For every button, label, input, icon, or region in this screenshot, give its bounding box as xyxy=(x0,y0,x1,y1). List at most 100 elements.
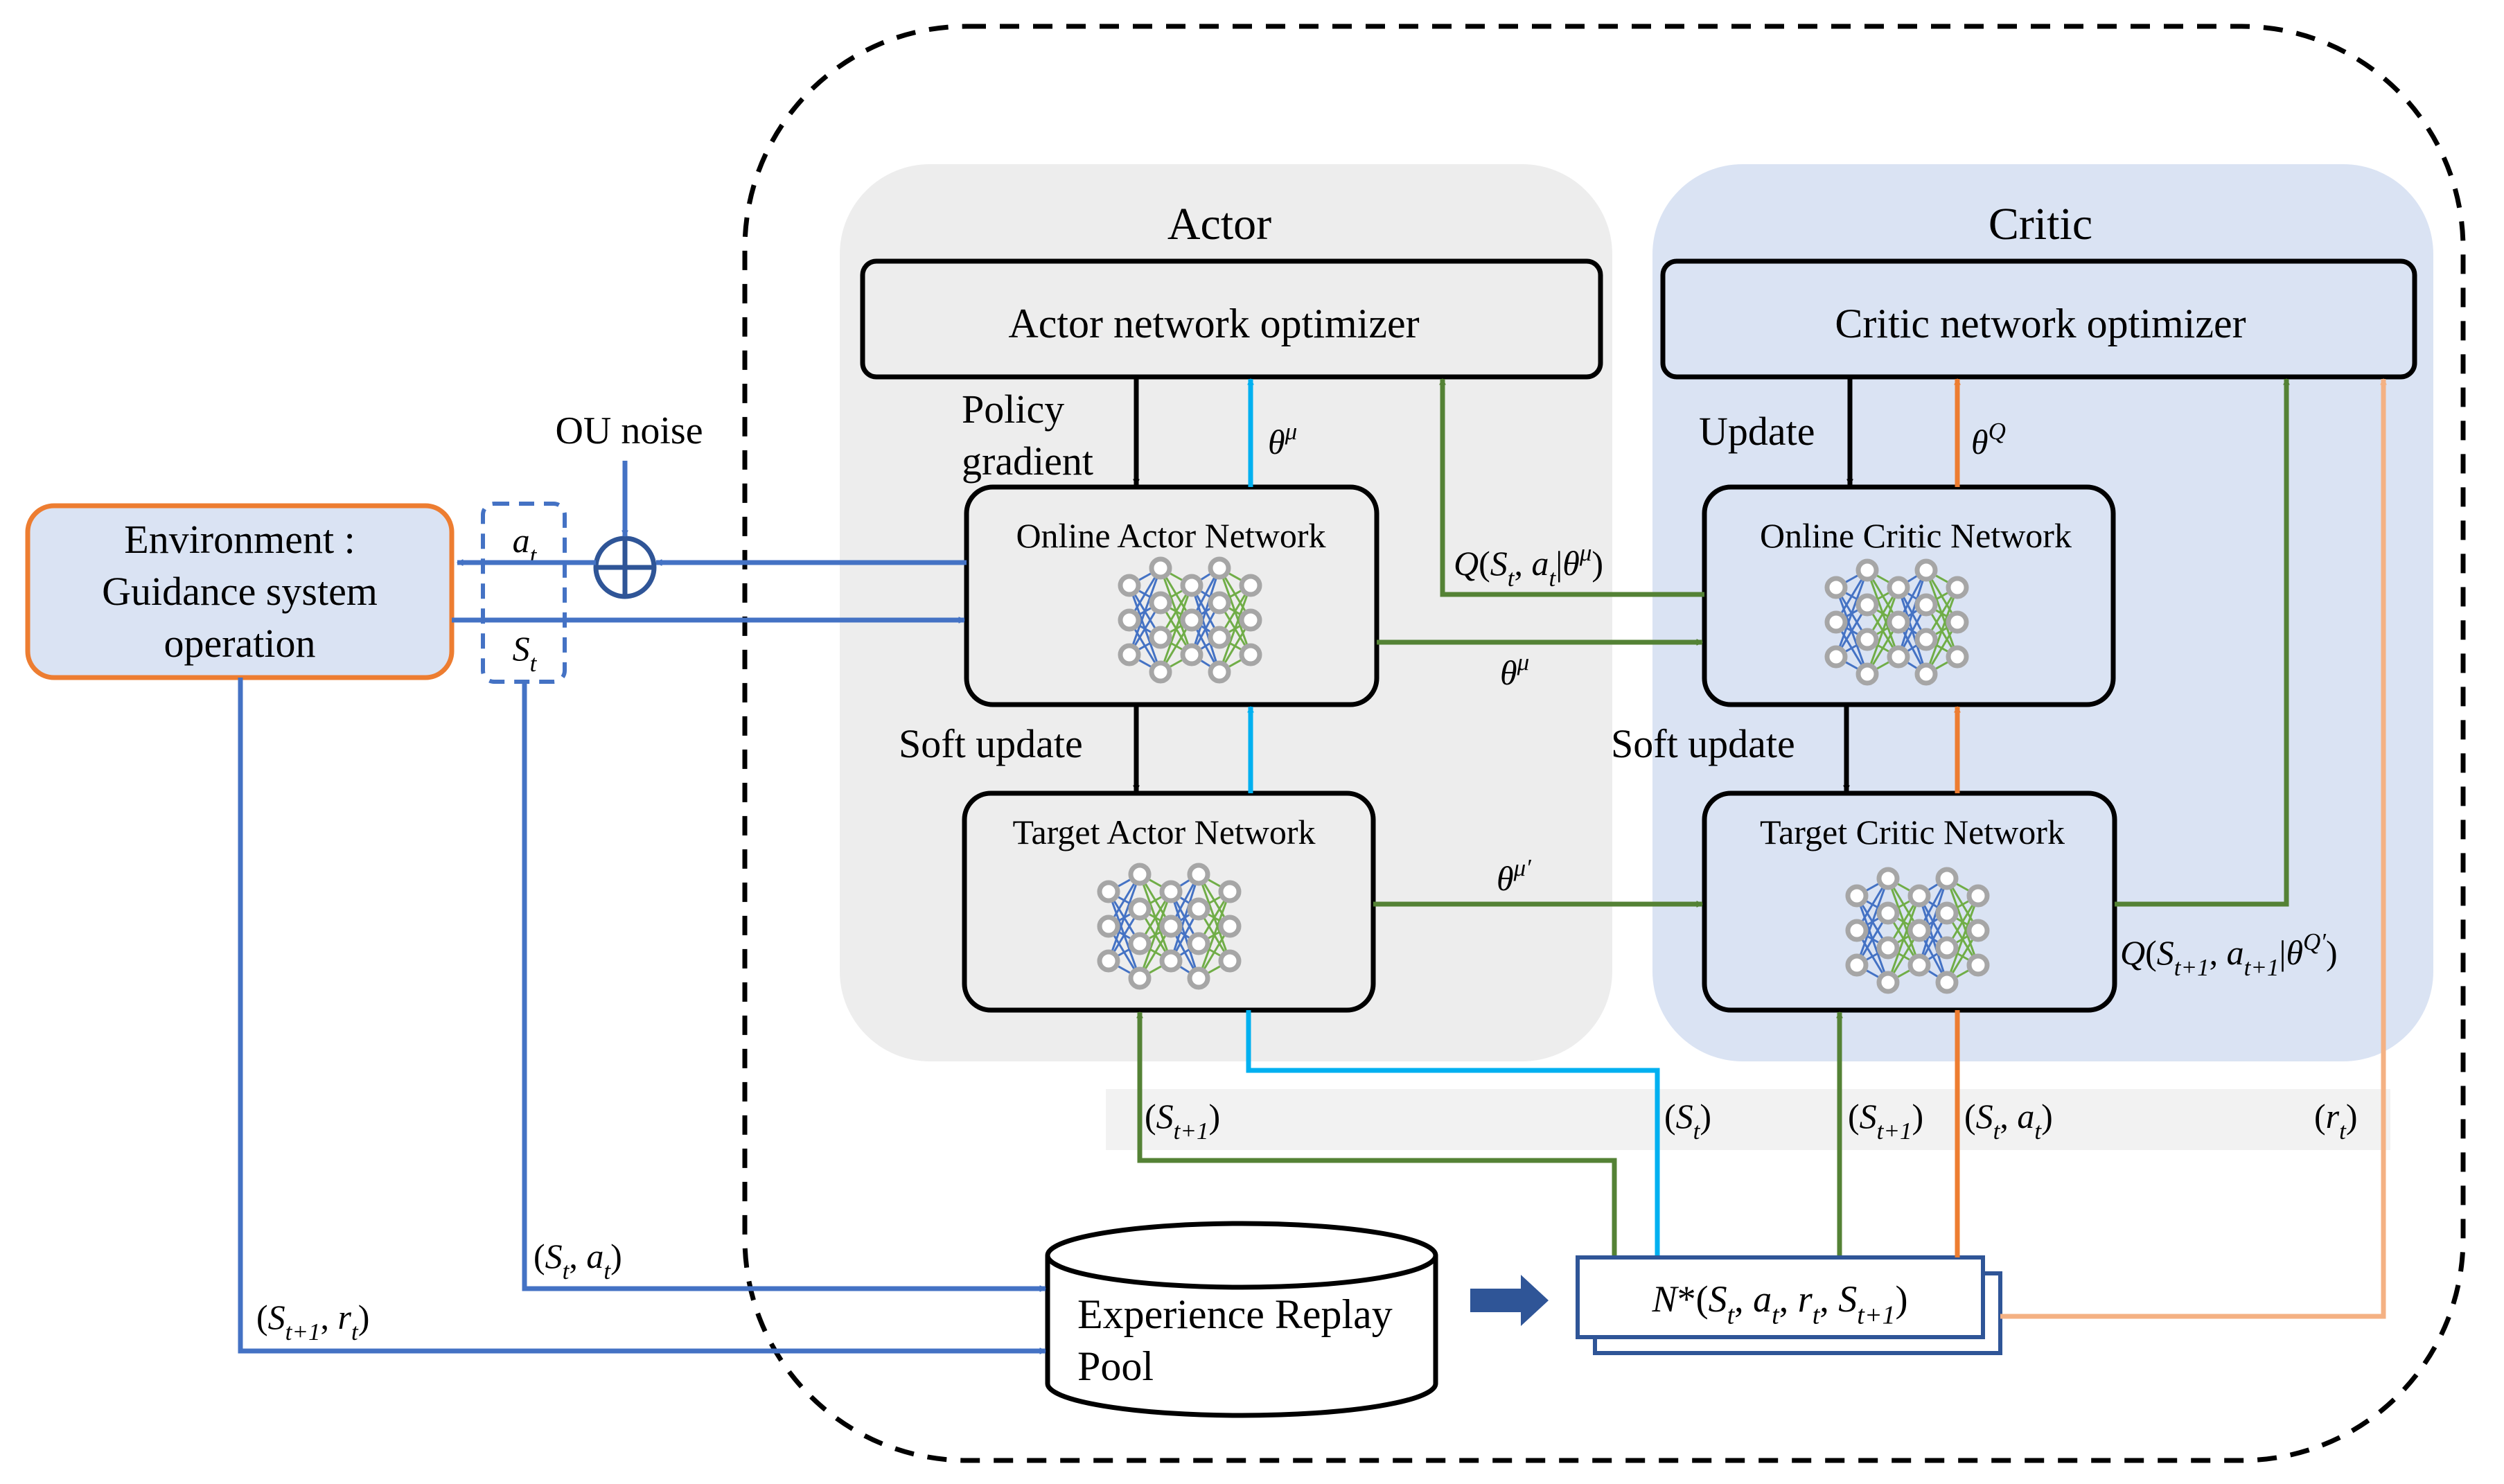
nn-node xyxy=(1187,932,1210,955)
nn-node xyxy=(1887,645,1910,669)
nn-node xyxy=(1118,608,1141,632)
nn-connection xyxy=(1159,585,1193,673)
theta-mu-prime-label: θμ′ xyxy=(1497,854,1532,898)
nn-node xyxy=(1118,574,1141,597)
nn-node xyxy=(1935,867,1959,890)
flow-st-at-online-critic-label: (St, at) xyxy=(1964,1097,2053,1145)
nn-node xyxy=(1149,556,1172,580)
nn-node xyxy=(1876,901,1900,925)
q-online-label: Q(St, at|θμ) xyxy=(1454,539,1603,592)
nn-connection xyxy=(1197,891,1231,979)
flow-st1-rt-pool-label: (St+1, rt) xyxy=(256,1298,369,1345)
nn-node xyxy=(1128,932,1152,955)
theta-q-label: θQ xyxy=(1971,418,2006,461)
nn-node xyxy=(1824,610,1848,634)
nn-node xyxy=(1876,971,1900,994)
nn-node xyxy=(1239,574,1262,597)
nn-connection xyxy=(1138,891,1172,979)
ou-noise-label: OU noise xyxy=(555,409,703,452)
nn-node xyxy=(1876,867,1900,890)
noise-summation-icon xyxy=(593,536,657,599)
transfer-arrow-icon xyxy=(1470,1275,1549,1326)
nn-connection xyxy=(1218,585,1252,673)
critic-optimizer-label: Critic network optimizer xyxy=(1835,301,2246,346)
nn-node xyxy=(1097,880,1120,903)
agent-boundary xyxy=(742,24,2466,1463)
nn-node xyxy=(1149,660,1172,684)
q-value-to-actor-optimizer-arrow xyxy=(1439,378,1704,597)
minibatch-front xyxy=(1576,1255,1985,1339)
critic-update-label: Update xyxy=(1699,409,1815,454)
nn-node xyxy=(1946,610,1969,634)
nn-node xyxy=(1208,556,1231,580)
nn-node xyxy=(1935,936,1959,960)
nn-node xyxy=(1966,884,1990,908)
critic-title: Critic xyxy=(1989,199,2092,249)
nn-connection xyxy=(1918,878,1948,966)
theta-mu-to-critic-label: θμ xyxy=(1500,648,1529,692)
nn-node xyxy=(1097,949,1120,973)
nn-node xyxy=(1966,919,1990,942)
nn-connection xyxy=(1897,569,1928,657)
nn-node xyxy=(1855,558,1879,582)
experience-replay-pool xyxy=(1045,1221,1438,1418)
nn-node xyxy=(1187,863,1210,886)
st1-to-target-actor-arrow xyxy=(1136,1012,1617,1255)
online-actor-label: Online Actor Network xyxy=(1016,516,1325,555)
nn-node xyxy=(1887,576,1910,599)
environment-label-line2: Guidance system xyxy=(102,569,378,614)
nn-node xyxy=(1180,643,1203,666)
nn-connection xyxy=(1866,587,1900,675)
nn-node xyxy=(1208,660,1231,684)
nn-connection xyxy=(1190,567,1221,655)
target-critic-neural-net-icon xyxy=(1845,867,1990,994)
nn-node xyxy=(1946,576,1969,599)
nn-node xyxy=(1187,897,1210,921)
critic-soft-update-label: Soft update xyxy=(1611,721,1795,766)
nn-connection xyxy=(1107,874,1141,962)
nn-node xyxy=(1914,628,1938,651)
st-sample-to-target-actor-line xyxy=(1246,1010,1660,1255)
nn-node xyxy=(1239,643,1262,666)
nn-node xyxy=(1855,662,1879,686)
policy-gradient-label-line1: Policy xyxy=(962,387,1064,432)
nn-node xyxy=(1907,884,1931,908)
nn-connection xyxy=(1835,569,1869,657)
replay-pool-label-line1: Experience Replay xyxy=(1077,1291,1393,1337)
actor-optimizer-label: Actor network optimizer xyxy=(1008,301,1419,346)
nn-node xyxy=(1149,591,1172,615)
action-label: at xyxy=(513,521,538,569)
target-critic-label: Target Critic Network xyxy=(1760,813,2065,851)
critic-optimizer-box xyxy=(1660,258,2417,380)
nn-node xyxy=(1118,643,1141,666)
nn-node xyxy=(1907,953,1931,977)
nn-connection xyxy=(1128,567,1162,655)
sample-strip xyxy=(1106,1089,2390,1150)
flow-st-at-pool-label: (St, at) xyxy=(534,1237,622,1284)
reward-to-critic-optimizer-arrow xyxy=(2000,378,2387,1319)
nn-node xyxy=(1128,966,1152,990)
nn-node xyxy=(1218,949,1242,973)
nn-node xyxy=(1218,880,1242,903)
flow-rt-label: (rt) xyxy=(2314,1097,2358,1145)
nn-node xyxy=(1239,608,1262,632)
nn-node xyxy=(1824,645,1848,669)
online-critic-label: Online Critic Network xyxy=(1760,516,2072,555)
nn-node xyxy=(1097,915,1120,938)
st1-rt-to-replay-pool-arrow xyxy=(238,678,1046,1354)
nn-node xyxy=(1914,593,1938,617)
nn-node xyxy=(1845,919,1869,942)
minibatch-label: N*(St, at, rt, St+1) xyxy=(1652,1278,1908,1330)
nn-node xyxy=(1180,608,1203,632)
nn-node xyxy=(1946,645,1969,669)
nn-node xyxy=(1208,626,1231,649)
flow-st1-target-actor-label: (St+1) xyxy=(1145,1097,1220,1145)
state-label: St xyxy=(513,629,538,677)
actor-soft-update-label: Soft update xyxy=(899,721,1083,766)
nn-node xyxy=(1180,574,1203,597)
nn-node xyxy=(1935,971,1959,994)
nn-node xyxy=(1855,593,1879,617)
nn-connection xyxy=(1887,895,1921,983)
